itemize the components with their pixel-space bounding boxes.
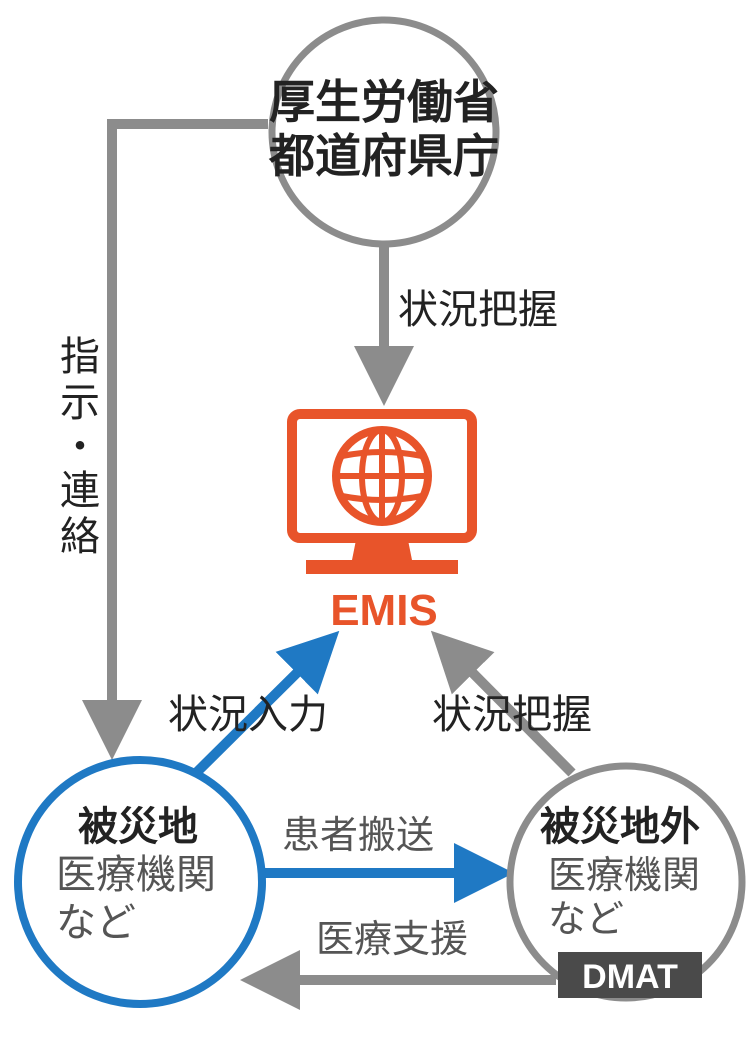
disaster-hospital-line2: など [56,900,136,946]
emis-label: EMIS [330,586,438,635]
disaster-hospital-line1: 医療機関 [56,852,216,898]
disaster-hospital-title: 被災地 [78,804,198,850]
input-status-arrow [192,630,340,777]
globe-monitor-icon [287,409,477,574]
instruction-char-3: ・ [60,424,100,470]
input-status-label: 状況入力 [168,692,328,738]
ministry-line1: 厚生労働省 [269,75,499,129]
outside-hospital-title: 被災地外 [540,804,700,850]
instruction-char-4: 連 [60,468,100,514]
outside-hospital-line2: など [548,897,624,941]
instruction-char-1: 指 [60,334,100,380]
right-status-label: 状況把握 [432,692,592,738]
patient-transport-label: 患者搬送 [282,813,434,857]
top-status-label: 状況把握 [398,287,558,333]
dmat-badge [558,952,702,998]
right-status-arrow [430,630,576,777]
outside-hospital-line1: 医療機関 [548,853,700,897]
ministry-node [268,16,500,248]
dmat-badge-label: DMAT [582,958,678,996]
disaster-hospital-node [14,756,266,1008]
ministry-line2: 都道府県庁 [268,129,499,183]
medical-support-label: 医療支援 [316,917,468,961]
instruction-char-5: 絡 [60,514,100,560]
instruction-label: 指 示 ・ 連 絡 [60,334,100,560]
instruction-char-2: 示 [60,380,100,426]
instruction-arrow [82,119,268,760]
